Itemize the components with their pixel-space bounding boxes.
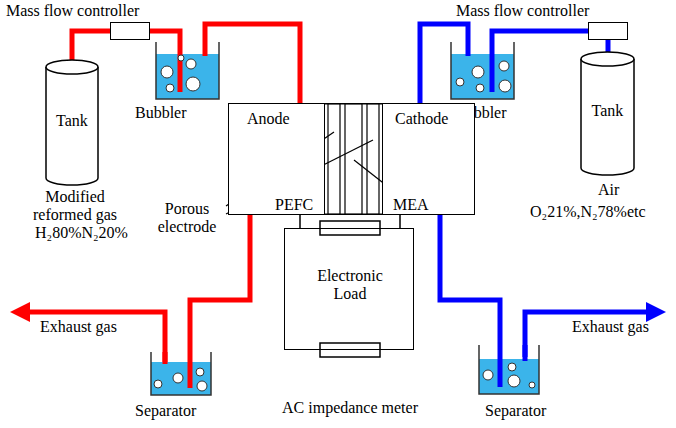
- mass-flow-controller-label: Mass flow controller: [456, 2, 589, 20]
- exhaust-arrowhead: [10, 302, 30, 322]
- mass-flow-controller: Mass flow controller: [588, 22, 628, 40]
- bubbler-label: Bubbler: [135, 104, 187, 122]
- gas-pipe: [150, 31, 180, 42]
- anode-compartment-label: Anode: [247, 110, 290, 128]
- air-tank: Tank: [580, 52, 635, 175]
- gas-composition-label: Air: [598, 181, 619, 199]
- separator: Separator: [150, 352, 212, 396]
- gas-composition-label: O₂21%,N₂78%etc: [530, 203, 646, 221]
- cathode-compartment: CathodeMEA: [382, 103, 475, 215]
- separator-label: Separator: [135, 402, 196, 420]
- bubbler: Bubbler: [155, 42, 220, 100]
- separator-outline: [150, 352, 212, 396]
- anode-compartment: AnodePEFC: [228, 103, 325, 215]
- gas-pipe: [606, 40, 611, 52]
- exhaust-label: Exhaust gas: [572, 318, 649, 336]
- electric-wire: [299, 215, 301, 228]
- gas-tank: Tank: [45, 60, 99, 185]
- part-label: Porous electrode: [150, 200, 224, 236]
- exhaust-pipe: [28, 312, 165, 364]
- gas-pipe: [72, 31, 110, 60]
- exhaust-arrowhead: [646, 302, 666, 322]
- gas-composition-label: Modified reformed gas: [25, 188, 125, 224]
- air-tank-label: Tank: [580, 102, 635, 120]
- mass-flow-controller-label: Mass flow controller: [6, 2, 139, 20]
- gas-composition-label: H₂80%N₂20%: [35, 224, 128, 242]
- electric-wire: [399, 215, 401, 228]
- membrane: [345, 104, 362, 214]
- separator-label: Separator: [485, 402, 546, 420]
- porous-electrode: [367, 104, 379, 214]
- separator-outline: [478, 345, 540, 395]
- electronic-load: Electronic LoadAC impedance meter: [284, 228, 414, 350]
- exhaust-pipe: [525, 312, 648, 357]
- gas-pipe: [440, 215, 500, 345]
- resistor-symbol: [320, 343, 380, 357]
- anode-compartment-label: PEFC: [275, 196, 313, 214]
- electronic-load-label: AC impedance meter: [265, 399, 435, 417]
- gas-pipe: [492, 31, 588, 42]
- exhaust-label: Exhaust gas: [40, 318, 117, 336]
- gas-tank-label: Tank: [45, 112, 99, 130]
- electronic-load-label: Electronic Load: [300, 267, 400, 303]
- mass-flow-controller: Mass flow controller: [110, 22, 150, 40]
- bubbler-outline: [450, 42, 515, 100]
- cathode-compartment-label: Cathode: [395, 110, 448, 128]
- gas-pipe: [190, 215, 250, 352]
- separator: Separator: [478, 345, 540, 395]
- bubbler-outline: [155, 42, 220, 100]
- bubbler: Bubbler: [450, 42, 515, 100]
- cathode-compartment-label: MEA: [393, 196, 429, 214]
